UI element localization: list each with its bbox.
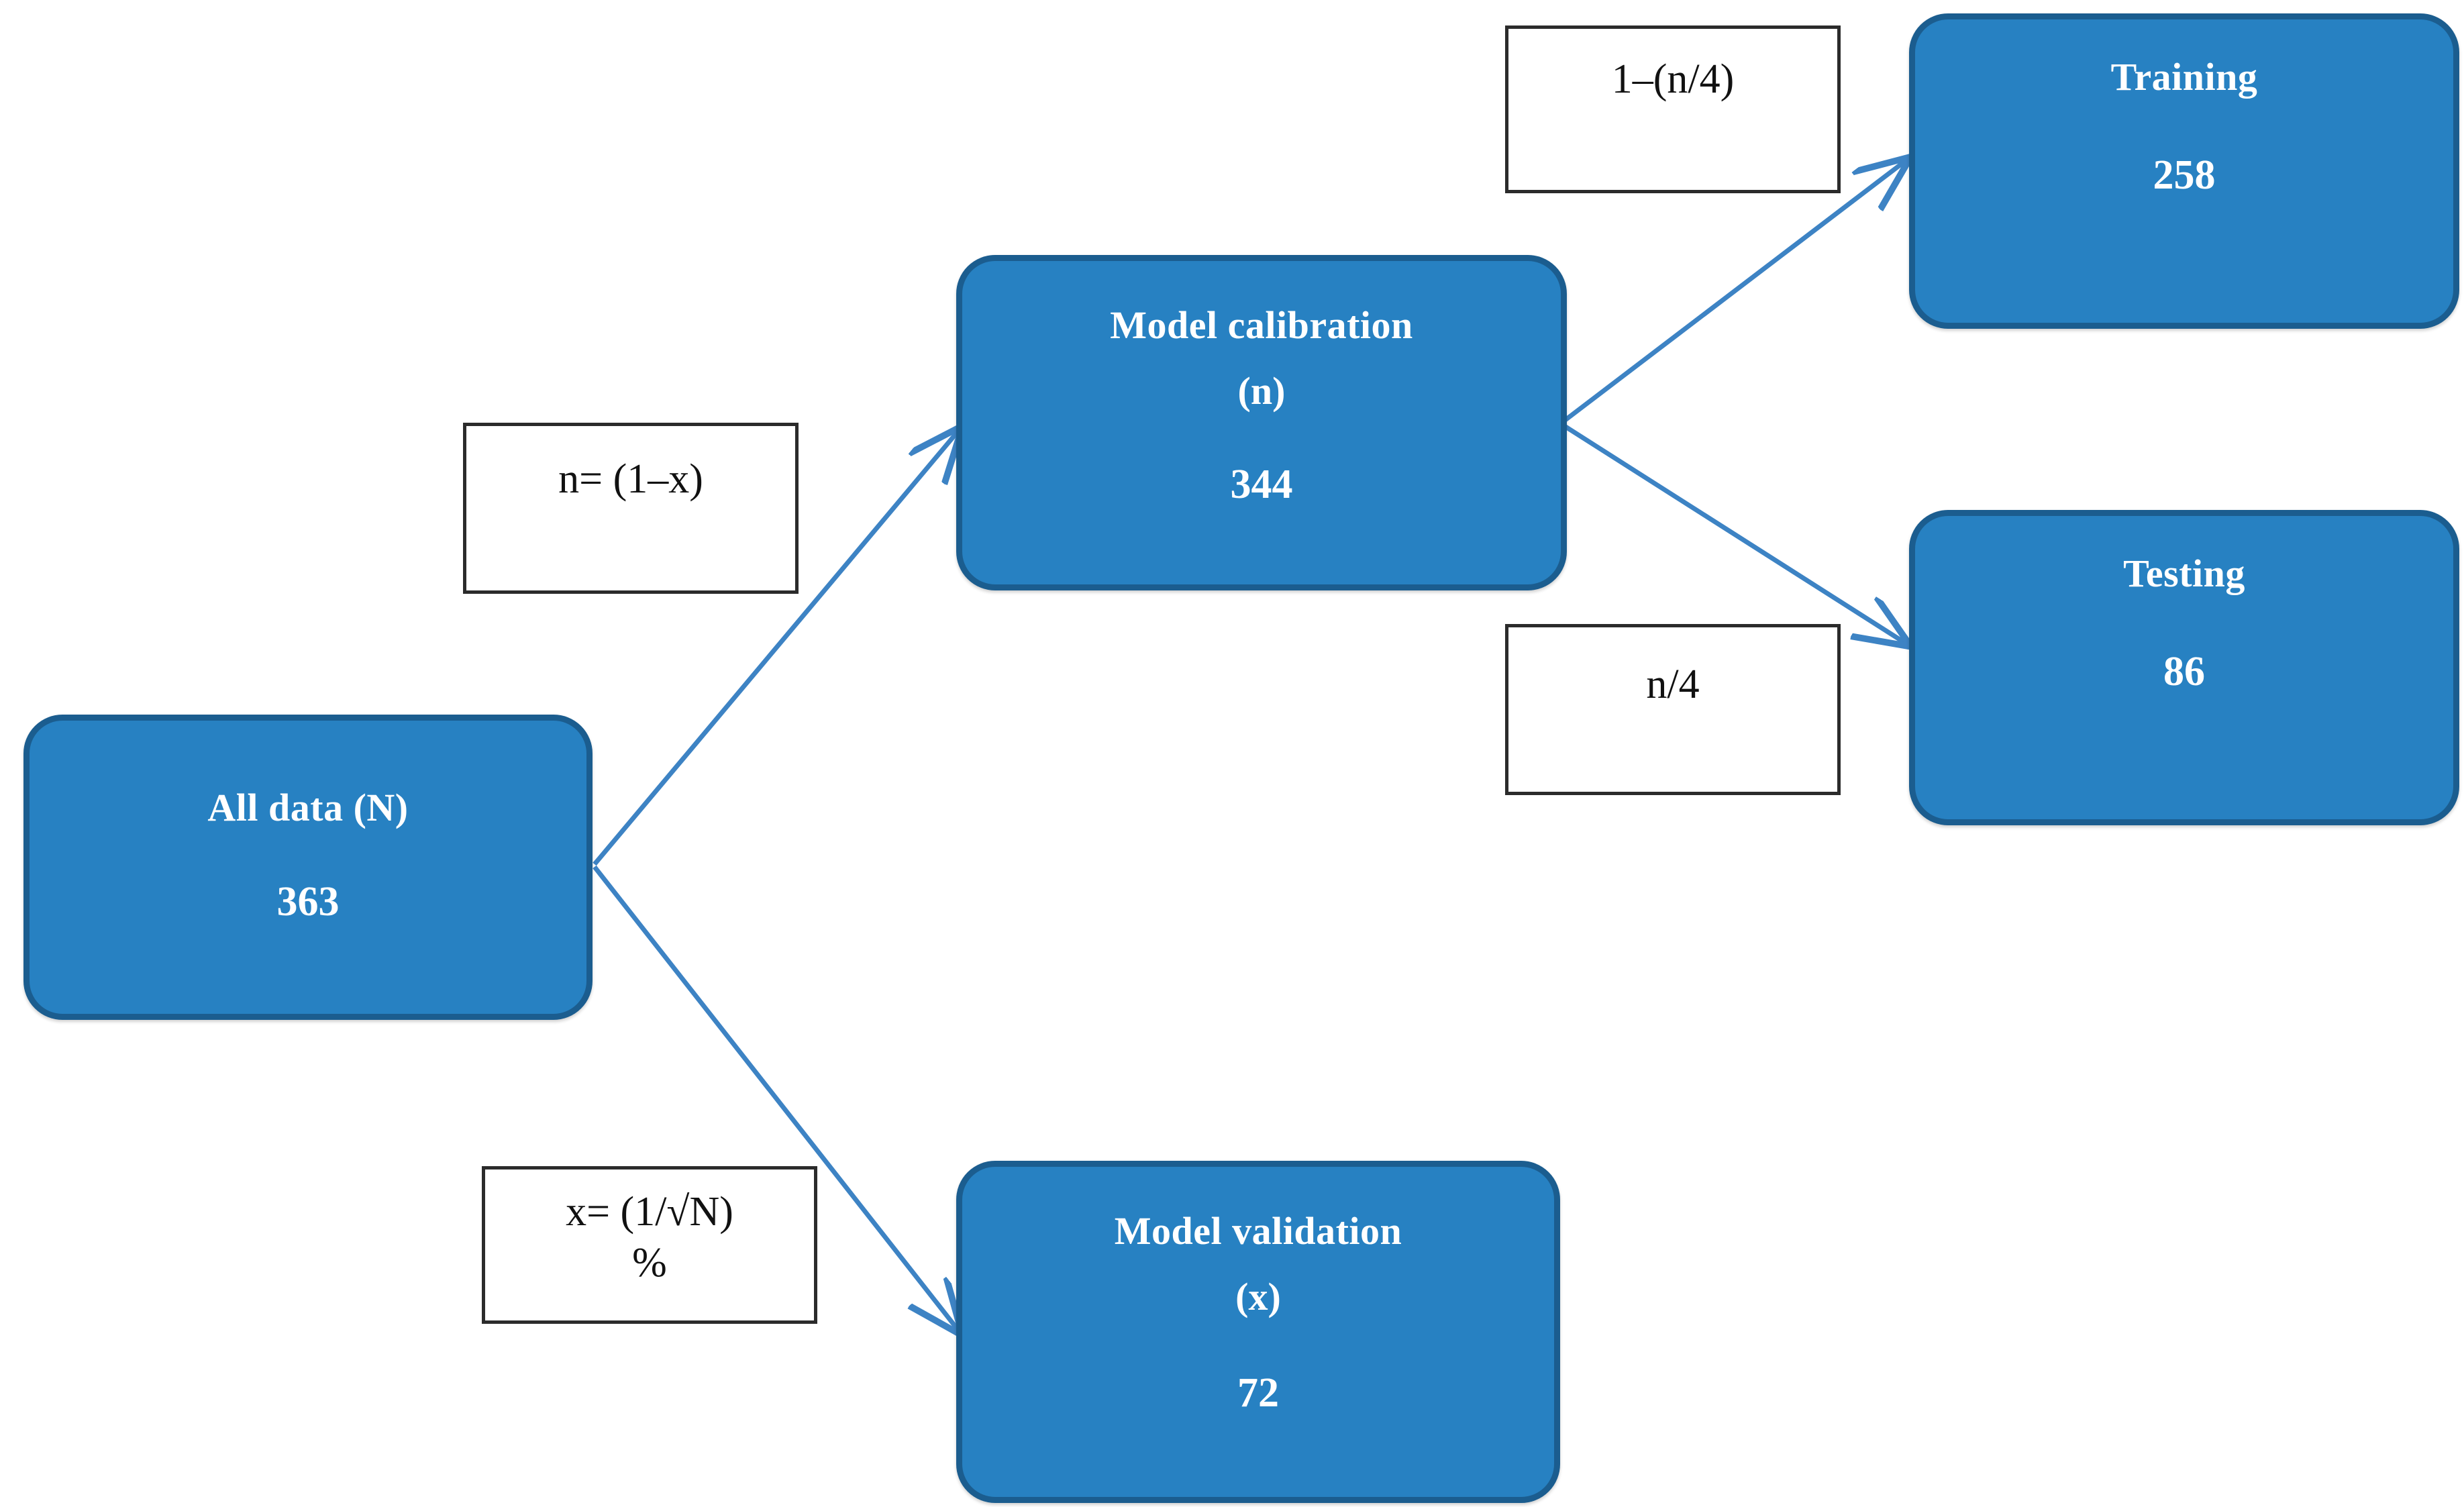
node-model-validation-value: 72 — [1237, 1369, 1279, 1416]
node-all-data-title: All data (N) — [207, 786, 409, 829]
label-n-over-four-line1: n/4 — [1646, 662, 1700, 707]
label-one-minus-n-over-four: 1–(n/4) — [1505, 25, 1841, 193]
node-model-validation[interactable]: Model validation (x) 72 — [956, 1161, 1560, 1503]
node-testing[interactable]: Testing 86 — [1909, 510, 2459, 825]
node-testing-value: 86 — [2163, 649, 2205, 695]
node-training[interactable]: Training 258 — [1909, 13, 2459, 329]
node-training-title: Training — [2110, 55, 2258, 99]
node-training-value: 258 — [2153, 152, 2216, 199]
node-model-calibration-value: 344 — [1230, 461, 1293, 507]
node-model-calibration-title: Model calibration — [1110, 303, 1413, 347]
label-n-equation: n= (1–x) — [463, 423, 799, 594]
node-model-calibration-symbol: (n) — [1237, 369, 1286, 413]
edge-calibration-to-training — [1561, 160, 1907, 423]
node-all-data[interactable]: All data (N) 363 — [23, 715, 593, 1020]
label-one-minus-n-over-four-line1: 1–(n/4) — [1611, 56, 1735, 102]
label-x-equation-line2: % — [632, 1239, 667, 1286]
label-x-equation: x= (1/√N) % — [482, 1166, 817, 1324]
edge-calibration-to-testing — [1562, 423, 1907, 644]
node-model-validation-symbol: (x) — [1235, 1275, 1281, 1319]
label-n-over-four: n/4 — [1505, 624, 1841, 795]
label-x-equation-line1: x= (1/√N) — [566, 1189, 733, 1235]
node-all-data-value: 363 — [276, 879, 340, 925]
node-model-calibration[interactable]: Model calibration (n) 344 — [956, 255, 1567, 590]
node-testing-title: Testing — [2123, 552, 2245, 595]
node-model-validation-title: Model validation — [1114, 1209, 1402, 1253]
label-n-equation-line1: n= (1–x) — [558, 456, 703, 502]
